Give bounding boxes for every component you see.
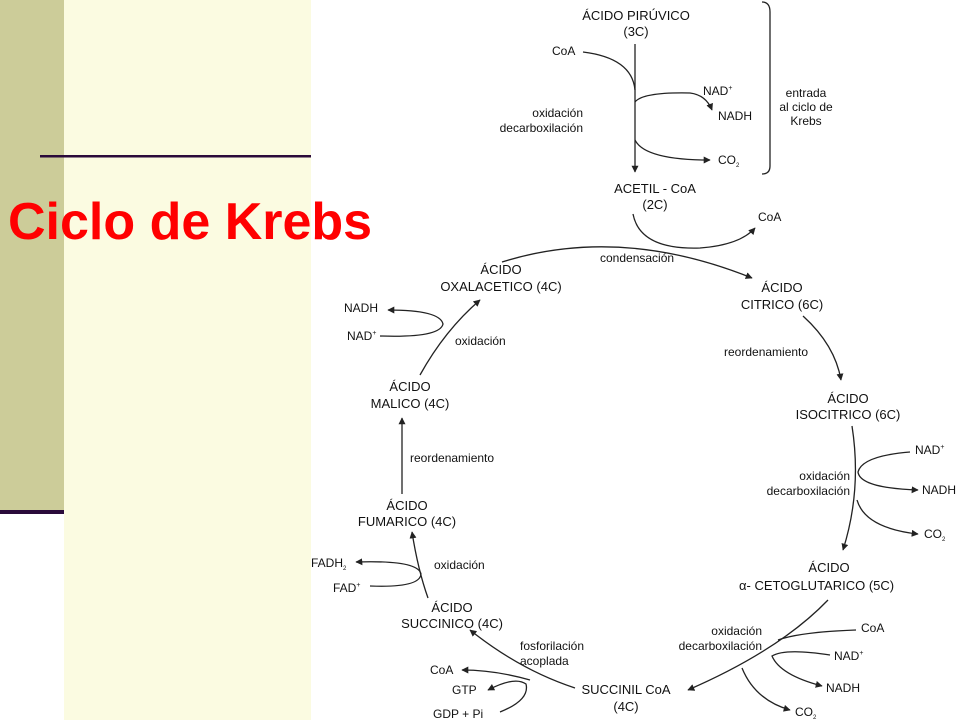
mal-nad-arrow — [379, 306, 444, 337]
succ-gdp-label: GDP + Pi — [433, 707, 483, 720]
left-accent-bar — [0, 0, 64, 510]
entry-process-1: oxidación — [532, 106, 583, 120]
condensation-label: condensación — [600, 251, 674, 265]
oxalacetic-acid-2: OXALACETICO (4C) — [440, 279, 561, 294]
keto-coa-label: CoA — [861, 621, 884, 635]
released-coa-label: CoA — [758, 210, 781, 224]
succ-gtp-arrow — [487, 680, 528, 713]
fumaric-acid-2: FUMARICO (4C) — [358, 514, 456, 529]
title-rule — [40, 155, 311, 158]
entry-nad-arrow — [634, 92, 713, 111]
acetyl-coa-name: ACETIL - CoA — [614, 181, 696, 196]
isocitric-acid-2: ISOCITRICO (6C) — [796, 407, 901, 422]
malic-to-oxal-arrow — [419, 299, 481, 376]
bracket-label-3: Krebs — [790, 114, 821, 128]
slide-title: Ciclo de Krebs — [8, 193, 373, 251]
isocitric-acid-1: ÁCIDO — [827, 391, 868, 406]
ketoglutaric-acid-2: α- CETOGLUTARICO (5C) — [739, 578, 894, 593]
bracket-label-2: al ciclo de — [779, 100, 833, 114]
left-panel — [64, 0, 311, 720]
succinic-to-fumaric-arrow — [409, 531, 429, 599]
entry-co2-arrow — [634, 139, 711, 164]
reorder-label-2: reordenamiento — [410, 451, 494, 465]
bottom-left-rule — [0, 510, 64, 514]
keto-co2-arrow — [741, 667, 791, 712]
entry-bracket — [761, 1, 771, 175]
condensation-arrow — [501, 246, 753, 279]
acetyl-to-coa-arrow — [632, 213, 756, 249]
keto-nad-arrow — [771, 651, 831, 688]
pyruvate-name: ÁCIDO PIRÚVICO — [582, 8, 690, 23]
succinyl-coa-2: (4C) — [613, 699, 638, 714]
reorder-label-1: reordenamiento — [724, 345, 808, 359]
keto-to-succinyl-arrow — [687, 599, 829, 691]
succinic-acid-1: ÁCIDO — [431, 600, 472, 615]
succ-coa-label: CoA — [430, 663, 453, 677]
iso-co2-label: CO2 — [924, 527, 946, 543]
keto-process-1: oxidación — [711, 624, 762, 638]
malic-ox-label: oxidación — [455, 334, 506, 348]
malic-acid-2: MALICO (4C) — [371, 396, 450, 411]
entry-co2-label: CO2 — [718, 153, 740, 169]
fad-arrow — [355, 558, 422, 587]
keto-co2-label: CO2 — [795, 705, 817, 720]
entry-coa-arrow — [582, 51, 636, 91]
succ-coa-arrow — [461, 666, 531, 681]
mal-nad-label: NAD+ — [347, 329, 376, 343]
citric-to-isocitric-arrow — [802, 315, 844, 381]
iso-nad-label: NAD+ — [915, 443, 944, 457]
phos-label-2: acoplada — [520, 654, 569, 668]
iso-process-2: decarboxilación — [767, 484, 850, 498]
keto-nad-label: NAD+ — [834, 649, 863, 663]
keto-process-2: decarboxilación — [679, 639, 762, 653]
acetyl-coa-carbons: (2C) — [642, 197, 667, 212]
keto-coa-arrow — [777, 629, 857, 641]
entry-nad-label: NAD+ — [703, 84, 732, 98]
succinyl-to-succinic-arrow — [469, 629, 576, 689]
iso-process-1: oxidación — [799, 469, 850, 483]
mal-nadh-label: NADH — [344, 301, 378, 315]
ketoglutaric-acid-1: ÁCIDO — [808, 560, 849, 575]
pyruvate-carbons: (3C) — [623, 24, 648, 39]
bracket-label-1: entrada — [786, 86, 827, 100]
fadh-label: FADH2 — [311, 556, 347, 572]
citric-acid-1: ÁCIDO — [761, 280, 802, 295]
entry-nadh-label: NADH — [718, 109, 752, 123]
citric-acid-2: CITRICO (6C) — [741, 297, 823, 312]
malic-acid-1: ÁCIDO — [389, 379, 430, 394]
keto-nadh-label: NADH — [826, 681, 860, 695]
iso-nad-arrow — [857, 451, 919, 494]
entry-process-2: decarboxilación — [500, 121, 583, 135]
succ-gtp-label: GTP — [452, 683, 477, 697]
fad-label: FAD+ — [333, 581, 360, 595]
fumaric-acid-1: ÁCIDO — [386, 498, 427, 513]
iso-nadh-label: NADH — [922, 483, 956, 497]
entry-coa-label: CoA — [552, 44, 575, 58]
succinic-acid-2: SUCCINICO (4C) — [401, 616, 503, 631]
iso-co2-arrow — [856, 499, 919, 537]
succ-ox-label: oxidación — [434, 558, 485, 572]
oxalacetic-acid-1: ÁCIDO — [480, 262, 521, 277]
isocitric-to-keto-arrow — [841, 425, 857, 551]
phos-label-1: fosforilación — [520, 639, 584, 653]
succinyl-coa-1: SUCCINIL CoA — [581, 682, 670, 697]
